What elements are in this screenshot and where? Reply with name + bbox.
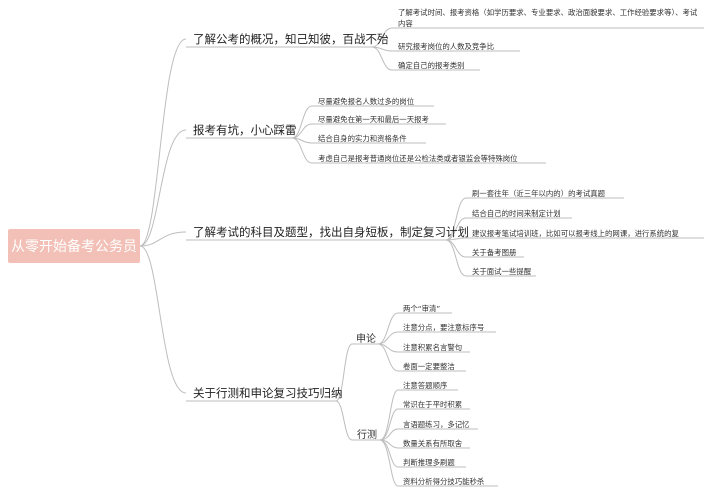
- leaf-node[interactable]: 数量关系有所取舍: [403, 439, 463, 448]
- connector: [379, 408, 399, 441]
- leaf-node[interactable]: 关于面试一些提醒: [472, 267, 532, 276]
- branch-node[interactable]: 了解公考的概况，知己知彼，百战不殆: [193, 32, 389, 46]
- leaf-node[interactable]: 判断推理多刷题: [403, 458, 455, 467]
- group-node-xingce[interactable]: 行测: [357, 430, 377, 441]
- leaf-node[interactable]: 尽量避免报名人数过多的岗位: [318, 97, 415, 106]
- connector: [335, 343, 353, 402]
- leaf-node[interactable]: 研究报考岗位的人数及竞争比: [398, 42, 495, 51]
- leaf-node[interactable]: 了解考试时间、报考资格（如学历要求、专业要求、政治面貌要求、工作经验要求等）、考…: [398, 8, 698, 28]
- branch-node[interactable]: 了解考试的科目及题型，找出自身短板，制定复习计划: [193, 225, 469, 239]
- connector: [379, 428, 399, 441]
- connector: [379, 389, 399, 441]
- connector: [445, 197, 467, 241]
- leaf-node[interactable]: 确定自己的报考类别: [398, 61, 465, 70]
- leaf-node[interactable]: 尽量避免在第一天和最后一天报考: [318, 115, 429, 124]
- leaf-node[interactable]: 考虑自己是报考普通岗位还是公检法类或者银监会等特殊岗位: [318, 154, 518, 163]
- connector: [335, 400, 353, 441]
- group-node-shenlun[interactable]: 申论: [356, 334, 376, 345]
- leaf-node[interactable]: 注意分点，要注意标序号: [403, 323, 485, 332]
- connector: [377, 331, 399, 345]
- connector: [139, 129, 187, 247]
- connector: [377, 343, 399, 372]
- connector: [377, 312, 399, 345]
- connector: [445, 239, 467, 258]
- connector: [291, 105, 313, 139]
- root-node[interactable]: 从零开始备考公务员: [8, 229, 140, 263]
- leaf-node[interactable]: 刷一套往年（近三年以内的）的考试真题: [472, 189, 606, 198]
- connector: [445, 239, 467, 277]
- leaf-node[interactable]: 注意积累名言警句: [403, 343, 463, 352]
- leaf-node[interactable]: 资料分析得分技巧能秒杀: [403, 477, 485, 486]
- leaf-node[interactable]: 结合自身的实力和资格条件: [318, 134, 407, 143]
- connector: [371, 27, 393, 48]
- branch-node[interactable]: 关于行测和申论复习技巧归纳: [193, 386, 343, 400]
- connector: [139, 38, 187, 247]
- leaf-node[interactable]: 结合自己的时间来制定计划: [472, 209, 561, 218]
- leaf-node[interactable]: 两个“审清”: [403, 304, 441, 313]
- leaf-node[interactable]: 言语题练习，多记忆: [403, 420, 470, 429]
- connector: [379, 439, 399, 468]
- connector: [445, 217, 467, 241]
- connector: [291, 137, 313, 164]
- branch-node[interactable]: 报考有坑，小心踩雷: [193, 123, 297, 137]
- leaf-node[interactable]: 卷面一定要整洁: [403, 362, 455, 371]
- leaf-node[interactable]: 关于备考图册: [472, 248, 517, 257]
- connector: [139, 231, 187, 247]
- leaf-node[interactable]: 常识在于平时积累: [403, 400, 463, 409]
- connector: [371, 46, 393, 71]
- leaf-node[interactable]: 建议报考笔试培训班，比如可以报考线上的网课，进行系统的复: [472, 229, 679, 238]
- connector: [379, 439, 399, 487]
- connector: [291, 123, 313, 139]
- connector: [139, 245, 187, 394]
- leaf-node[interactable]: 注意答题顺序: [403, 381, 448, 390]
